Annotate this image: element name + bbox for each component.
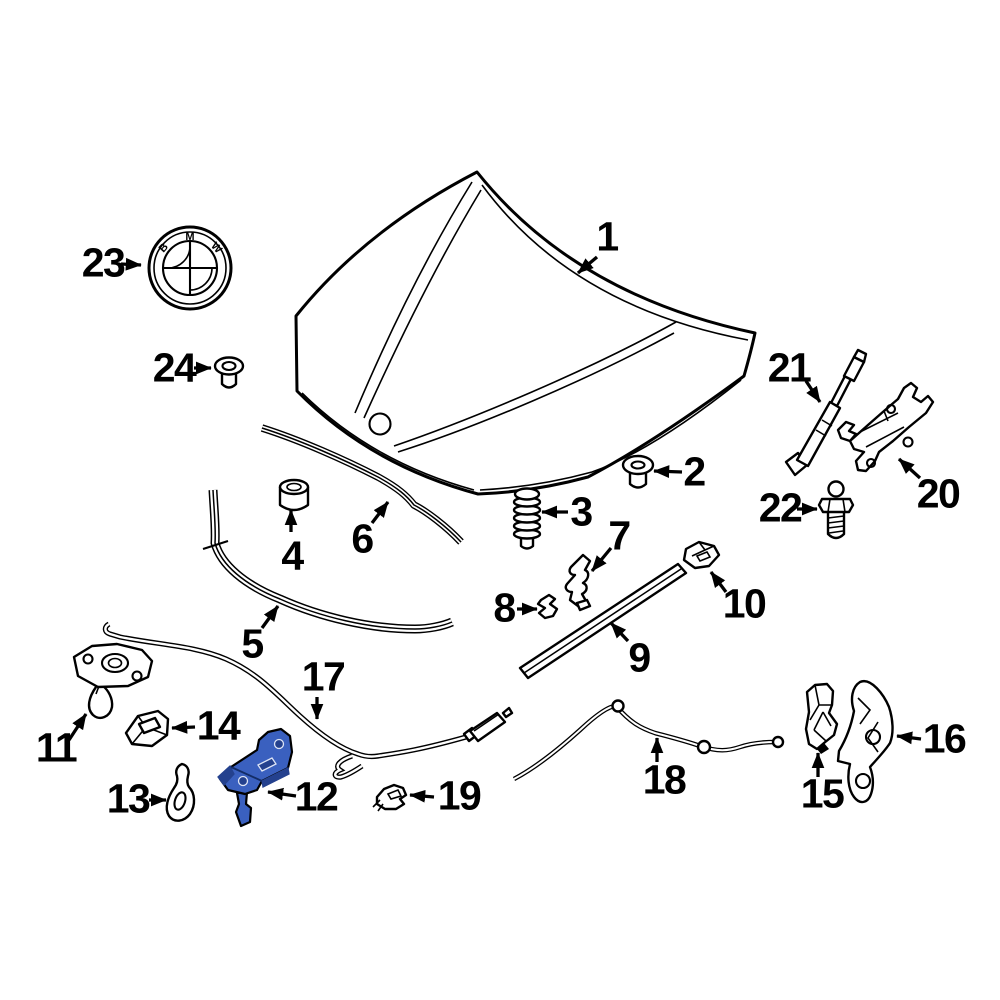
part-3-buffer bbox=[512, 487, 542, 550]
part-14-wedge bbox=[124, 709, 170, 748]
callout-3[interactable]: 3 bbox=[570, 488, 593, 535]
arrow-14 bbox=[171, 720, 196, 734]
arrow-12 bbox=[267, 787, 297, 801]
arrow-21 bbox=[804, 380, 822, 403]
arrow-6 bbox=[370, 501, 390, 524]
callout-5[interactable]: 5 bbox=[241, 620, 264, 667]
part-1-hood-panel bbox=[294, 170, 757, 496]
callout-16[interactable]: 16 bbox=[922, 715, 967, 762]
callout-4[interactable]: 4 bbox=[281, 532, 304, 579]
callout-6[interactable]: 6 bbox=[351, 515, 374, 562]
callout-18[interactable]: 18 bbox=[642, 756, 687, 803]
part-10-clip bbox=[682, 540, 721, 570]
part-18-release-cable-rear bbox=[512, 699, 785, 782]
callout-12[interactable]: 12 bbox=[294, 773, 339, 820]
arrow-1 bbox=[576, 255, 599, 275]
callout-23[interactable]: 23 bbox=[81, 239, 126, 286]
part-13-striker bbox=[165, 762, 196, 822]
part-9-side-seal-strip bbox=[518, 562, 688, 680]
part-24-grommet bbox=[213, 356, 245, 389]
arrow-5 bbox=[260, 605, 280, 629]
callout-14[interactable]: 14 bbox=[196, 702, 241, 749]
emblem-letter-m: M bbox=[185, 231, 194, 243]
part-11-hood-lock bbox=[72, 642, 154, 719]
callout-20[interactable]: 20 bbox=[916, 470, 961, 517]
part-23-bmw-emblem: B M W bbox=[147, 225, 233, 311]
part-6-rear-seal-strip bbox=[260, 424, 464, 545]
part-5-front-seal-strip bbox=[202, 489, 454, 634]
part-22-bolt bbox=[817, 480, 855, 540]
callout-7[interactable]: 7 bbox=[608, 512, 631, 559]
callout-arrows bbox=[67, 255, 922, 807]
callout-17[interactable]: 17 bbox=[301, 653, 346, 700]
part-12-lock-bracket-highlighted bbox=[217, 727, 294, 828]
callout-9[interactable]: 9 bbox=[628, 634, 651, 681]
arrow-11 bbox=[67, 713, 88, 741]
part-15-bracket bbox=[804, 682, 839, 754]
arrow-23 bbox=[120, 257, 142, 271]
arrow-20 bbox=[897, 457, 922, 480]
arrow-16 bbox=[896, 731, 922, 745]
part-4-bump-stop bbox=[278, 478, 310, 512]
callout-24[interactable]: 24 bbox=[152, 344, 197, 391]
arrow-2 bbox=[653, 465, 683, 478]
arrow-9 bbox=[609, 621, 630, 643]
callout-1[interactable]: 1 bbox=[596, 213, 619, 260]
part-8-clip bbox=[536, 593, 559, 620]
callout-10[interactable]: 10 bbox=[722, 580, 767, 627]
callout-21[interactable]: 21 bbox=[767, 344, 812, 391]
part-7-bracket bbox=[564, 553, 592, 612]
arrow-7 bbox=[590, 546, 613, 573]
arrow-19 bbox=[409, 789, 435, 803]
part-19-clip bbox=[372, 783, 408, 812]
callout-19[interactable]: 19 bbox=[437, 772, 482, 819]
callout-8[interactable]: 8 bbox=[493, 584, 516, 631]
part-2-grommet bbox=[621, 454, 655, 489]
callout-22[interactable]: 22 bbox=[758, 484, 803, 531]
part-17-release-cable bbox=[102, 621, 514, 780]
part-16-release-lever bbox=[836, 679, 894, 804]
callout-13[interactable]: 13 bbox=[106, 775, 151, 822]
callout-15[interactable]: 15 bbox=[800, 770, 845, 817]
callout-11[interactable]: 11 bbox=[35, 724, 78, 771]
part-21-lift-strut bbox=[784, 348, 868, 477]
arrow-10 bbox=[709, 571, 728, 593]
callout-2[interactable]: 2 bbox=[683, 448, 706, 495]
part-20-hinge bbox=[836, 381, 935, 473]
